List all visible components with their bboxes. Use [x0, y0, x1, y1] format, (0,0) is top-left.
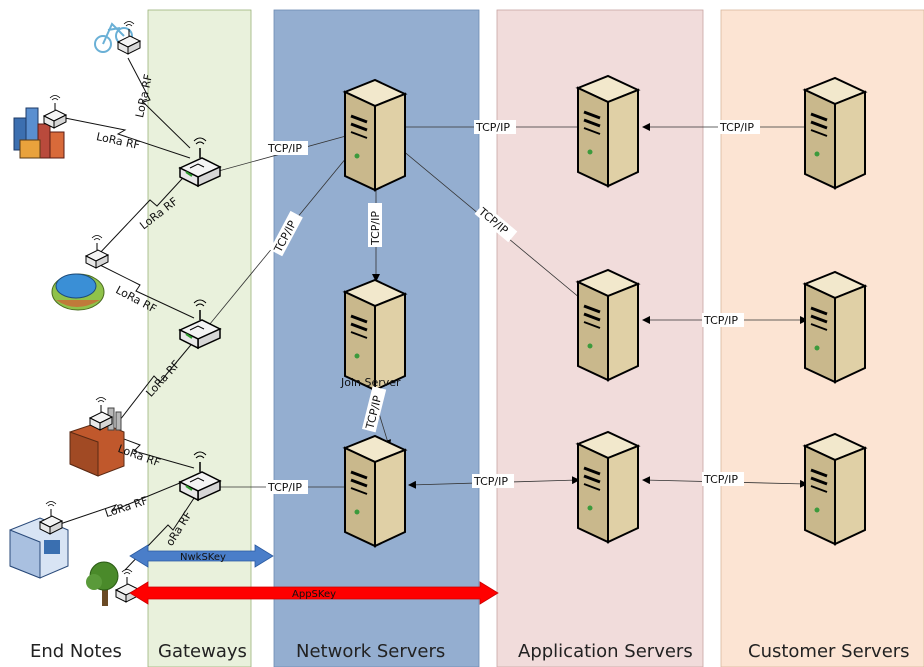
tcp-ip-label: TCP/IP — [718, 120, 760, 134]
column-title-customer-servers: Customer Servers — [748, 641, 910, 662]
server-icon — [803, 432, 867, 546]
tcp-ip-label: TCP/IP — [368, 203, 382, 247]
lora-rf-label: LoRa RF — [103, 494, 149, 520]
building-sensor-icon — [9, 501, 69, 579]
svg-text:TCP/IP: TCP/IP — [703, 473, 738, 486]
tcp-ip-label: TCP/IP — [702, 472, 744, 486]
lora-rf-links — [59, 57, 199, 571]
column-title-network-servers: Network Servers — [296, 641, 445, 662]
svg-text:TCP/IP: TCP/IP — [473, 475, 508, 488]
server-icon — [803, 270, 867, 384]
column-title-application-servers: Application Servers — [518, 641, 693, 662]
server-icon — [803, 76, 867, 190]
factory-sensor-icon — [69, 397, 125, 477]
column-title-end-nodes: End Notes — [30, 641, 122, 662]
server-icon — [343, 78, 407, 192]
lake-sensor-icon — [51, 235, 109, 311]
svg-text:TCP/IP: TCP/IP — [267, 481, 302, 494]
column-title-gateways: Gateways — [158, 641, 247, 662]
bicycle-sensor-icon — [94, 21, 141, 55]
svg-text:AppSKey: AppSKey — [292, 589, 336, 600]
tcp-ip-label: TCP/IP — [266, 480, 308, 494]
server-icon — [576, 74, 640, 188]
svg-text:TCP/IP: TCP/IP — [719, 121, 754, 134]
server-icon — [576, 430, 640, 544]
city-sensor-icon — [13, 95, 67, 159]
tcp-ip-label: TCP/IP — [472, 474, 514, 488]
svg-text:TCP/IP: TCP/IP — [475, 121, 510, 134]
tcp-ip-label: TCP/IP — [702, 313, 744, 327]
nwkskey-arrow: NwkSKey — [129, 544, 274, 568]
server-icon — [343, 434, 407, 548]
svg-text:TCP/IP: TCP/IP — [703, 314, 738, 327]
tree-sensor-icon — [86, 561, 139, 606]
svg-text:NwkSKey: NwkSKey — [180, 552, 226, 563]
appskey-arrow: AppSKey — [129, 581, 499, 605]
server-icon — [576, 268, 640, 382]
server-icon — [343, 278, 407, 392]
svg-text:TCP/IP: TCP/IP — [369, 211, 382, 246]
tcp-ip-label: TCP/IP — [474, 120, 516, 134]
join-server-label: Join Server — [340, 376, 401, 389]
tcp-ip-label: TCP/IP — [266, 141, 308, 155]
svg-text:TCP/IP: TCP/IP — [267, 142, 302, 155]
svg-text:LoRa RF: LoRa RF — [103, 494, 149, 520]
